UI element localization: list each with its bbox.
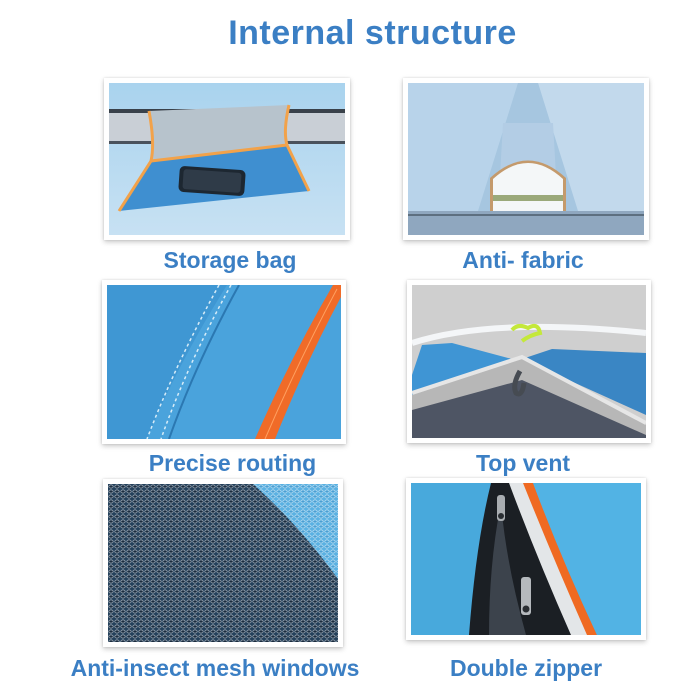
tent-interior-photo [408,83,644,235]
feature-card-mesh-windows [103,479,343,647]
feature-caption-top-vent: Top vent [475,450,571,476]
double-zipper-photo [411,483,641,635]
feature-card-precise-routing [102,280,346,444]
feature-card-top-vent [407,280,651,443]
storage-bag-photo [109,83,345,235]
page-title: Internal structure [228,14,517,52]
feature-card-storage-bag [104,78,350,240]
feature-caption-mesh-windows: Anti-insect mesh windows [70,655,360,681]
feature-caption-storage-bag: Storage bag [163,247,297,273]
top-vent-photo [412,285,646,438]
seam-stitching-photo [107,285,341,439]
feature-caption-anti-fabric: Anti- fabric [462,247,584,273]
feature-caption-double-zipper: Double zipper [449,655,603,681]
feature-card-anti-fabric [403,78,649,240]
feature-caption-precise-routing: Precise routing [148,450,317,476]
feature-card-double-zipper [406,478,646,640]
mesh-window-photo [108,484,338,642]
